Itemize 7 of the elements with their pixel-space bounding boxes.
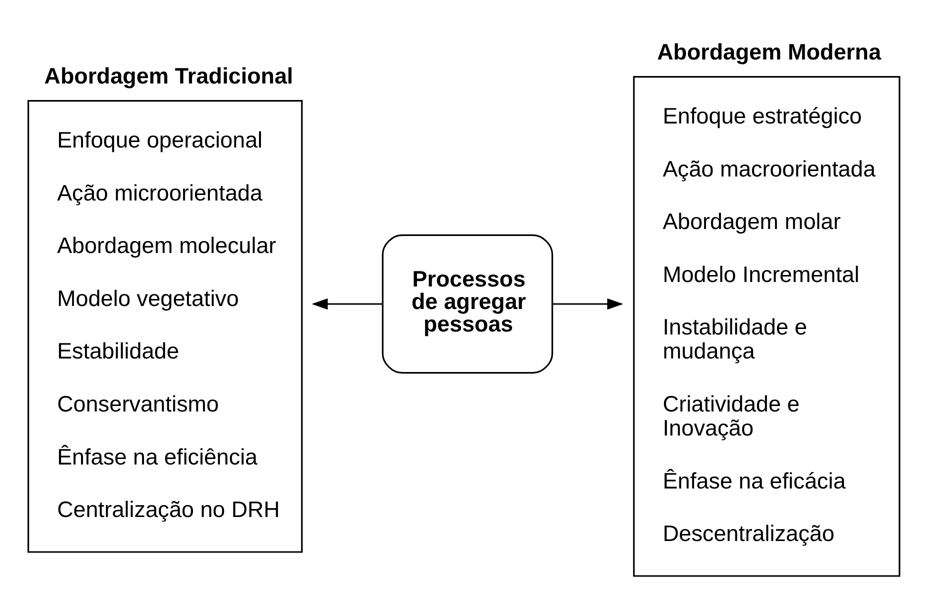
node-box: Enfoque estratégico Ação macroorientada Abordagem molar Modelo Incremental Instabilidade e mudança Criatividade e Inovação Ênfase na eficácia Descentralização [633, 76, 900, 577]
node-box: Enfoque operacional Ação microorientada Abordagem molecular Modelo vegetativo Estabilidade Conservantismo Ênfase na eficiência Centralização no DRH [28, 100, 303, 553]
node-label: Abordagem Moderna [657, 40, 882, 65]
arrow [552, 298, 624, 310]
node-box: Processos de agregar pessoas [382, 234, 554, 374]
node-label: Abordagem Tradicional [44, 64, 294, 89]
arrow [312, 298, 382, 310]
